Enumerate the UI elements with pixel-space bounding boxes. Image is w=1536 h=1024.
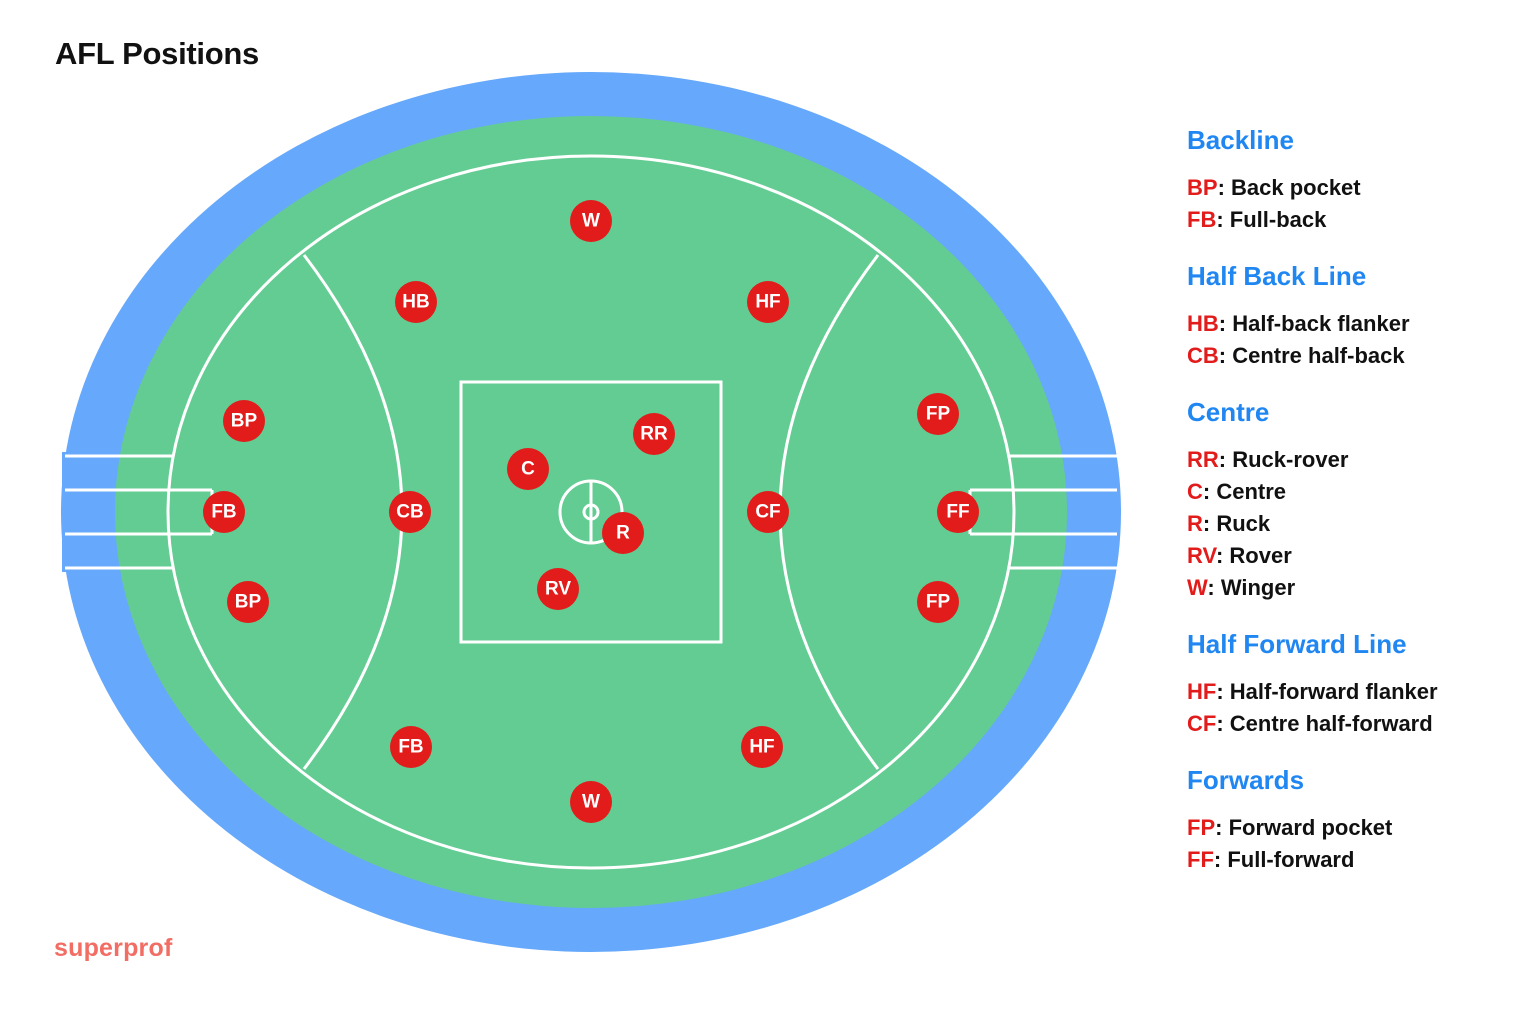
legend-item: R: Ruck	[1187, 508, 1527, 540]
legend-item: FB: Full-back	[1187, 204, 1527, 236]
legend-group-backline: Backline BP: Back pocket FB: Full-back	[1187, 122, 1527, 236]
svg-text:RR: RR	[640, 424, 668, 445]
svg-text:R: R	[616, 523, 630, 544]
legend-code: W	[1187, 575, 1208, 600]
legend-label: : Back pocket	[1217, 175, 1361, 200]
legend-code: RR	[1187, 447, 1219, 472]
svg-text:RV: RV	[545, 579, 571, 600]
position-marker-rv: RV	[537, 568, 579, 610]
position-marker-r: R	[602, 512, 644, 554]
position-marker-fp-bottom: FP	[917, 581, 959, 623]
legend-item: CB: Centre half-back	[1187, 340, 1527, 372]
legend-heading: Backline	[1187, 125, 1294, 155]
position-marker-ff: FF	[937, 491, 979, 533]
legend-heading: Half Back Line	[1187, 261, 1367, 291]
position-markers: W HB HF BP FB CB BP RR	[203, 200, 979, 823]
svg-text:BP: BP	[235, 592, 262, 613]
legend-item: CF: Centre half-forward	[1187, 708, 1527, 740]
legend-item: HF: Half-forward flanker	[1187, 676, 1527, 708]
centre-square	[459, 380, 723, 644]
svg-text:FP: FP	[926, 592, 951, 613]
position-marker-w-top: W	[570, 200, 612, 242]
position-marker-c: C	[507, 448, 549, 490]
page-title: AFL Positions	[55, 36, 259, 71]
legend-code: FP	[1187, 815, 1216, 840]
legend-item: C: Centre	[1187, 476, 1527, 508]
legend-label: : Ruck	[1202, 511, 1271, 536]
legend-label: : Winger	[1207, 575, 1296, 600]
position-marker-bp-bottom: BP	[227, 581, 269, 623]
legend-heading: Centre	[1187, 397, 1270, 427]
legend-item: RR: Ruck-rover	[1187, 444, 1527, 476]
position-marker-hf-top: HF	[747, 281, 789, 323]
legend-label: : Rover	[1215, 543, 1292, 568]
legend-code: CB	[1187, 343, 1219, 368]
svg-text:HF: HF	[749, 737, 774, 758]
svg-text:C: C	[521, 459, 535, 480]
legend-item: FP: Forward pocket	[1187, 812, 1527, 844]
position-marker-rr: RR	[633, 413, 675, 455]
legend-group-half-forward-line: Half Forward Line HF: Half-forward flank…	[1187, 626, 1527, 740]
legend-item: HB: Half-back flanker	[1187, 308, 1527, 340]
legend-label: : Centre	[1202, 479, 1287, 504]
legend-code: HB	[1187, 311, 1219, 336]
position-marker-bp-top: BP	[223, 400, 265, 442]
legend-label: : Half-back flanker	[1218, 311, 1410, 336]
svg-text:FB: FB	[398, 737, 423, 758]
svg-text:CB: CB	[396, 502, 423, 523]
field-markings	[65, 154, 1117, 870]
boundary-line	[166, 154, 1016, 870]
svg-text:HB: HB	[402, 292, 429, 313]
legend-item: BP: Back pocket	[1187, 172, 1527, 204]
afl-field-diagram: W HB HF BP FB CB BP RR	[61, 72, 1121, 952]
position-marker-w-bottom: W	[570, 781, 612, 823]
centre-spot	[582, 503, 600, 521]
legend-group-centre: Centre RR: Ruck-rover C: Centre R: Ruck …	[1187, 394, 1527, 604]
legend-code: FF	[1187, 847, 1214, 872]
svg-text:FP: FP	[926, 404, 951, 425]
legend-heading: Half Forward Line	[1187, 629, 1407, 659]
legend-label: : Full-back	[1216, 207, 1327, 232]
svg-text:HF: HF	[755, 292, 780, 313]
legend-code: R	[1187, 511, 1203, 536]
svg-text:FF: FF	[946, 502, 969, 523]
legend-label: : Centre half-forward	[1216, 711, 1433, 736]
positions-legend: Backline BP: Back pocket FB: Full-back H…	[1187, 122, 1527, 898]
position-marker-hb: HB	[395, 281, 437, 323]
legend-code: CF	[1187, 711, 1217, 736]
svg-text:BP: BP	[231, 411, 258, 432]
svg-text:W: W	[582, 211, 600, 232]
legend-heading: Forwards	[1187, 765, 1305, 795]
legend-code: BP	[1187, 175, 1218, 200]
left-goal-apron	[62, 452, 122, 572]
superprof-logo: superprof	[54, 934, 173, 962]
legend-group-half-back-line: Half Back Line HB: Half-back flanker CB:…	[1187, 258, 1527, 372]
legend-label: : Full-forward	[1213, 847, 1355, 872]
legend-label: : Half-forward flanker	[1216, 679, 1438, 704]
position-marker-fp-top: FP	[917, 393, 959, 435]
left-goal-posts	[65, 454, 214, 570]
position-marker-fb-bottom: FB	[390, 726, 432, 768]
legend-item: RV: Rover	[1187, 540, 1527, 572]
legend-code: C	[1187, 479, 1203, 504]
position-marker-hf-bottom: HF	[741, 726, 783, 768]
legend-item: FF: Full-forward	[1187, 844, 1527, 876]
legend-code: FB	[1187, 207, 1217, 232]
legend-label: : Ruck-rover	[1218, 447, 1349, 472]
position-marker-fb-left: FB	[203, 491, 245, 533]
svg-text:CF: CF	[755, 502, 780, 523]
svg-text:FB: FB	[211, 502, 236, 523]
legend-code: RV	[1187, 543, 1216, 568]
legend-group-forwards: Forwards FP: Forward pocket FF: Full-for…	[1187, 762, 1527, 876]
legend-label: : Forward pocket	[1215, 815, 1393, 840]
position-marker-cf: CF	[747, 491, 789, 533]
position-marker-cb: CB	[389, 491, 431, 533]
svg-text:W: W	[582, 792, 600, 813]
legend-item: W: Winger	[1187, 572, 1527, 604]
legend-label: : Centre half-back	[1218, 343, 1405, 368]
legend-code: HF	[1187, 679, 1217, 704]
